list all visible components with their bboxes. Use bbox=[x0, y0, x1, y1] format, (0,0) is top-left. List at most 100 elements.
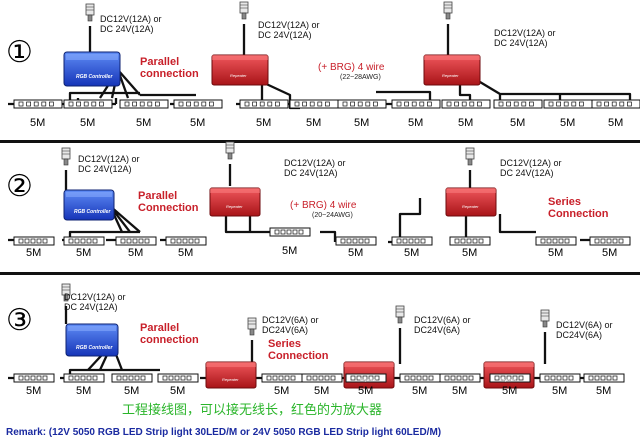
led-chip bbox=[594, 375, 600, 381]
led-chip bbox=[612, 238, 618, 244]
led-chip bbox=[404, 101, 409, 107]
led-chip bbox=[30, 238, 36, 244]
led-chip bbox=[86, 375, 92, 381]
rgb-controller-icon bbox=[63, 189, 115, 221]
strip-length-label: 5M bbox=[314, 385, 330, 397]
strip-length-label: 5M bbox=[354, 117, 370, 129]
led-chip bbox=[373, 101, 378, 107]
led-chip bbox=[294, 101, 300, 107]
awg-label: (22~28AWG) bbox=[340, 74, 381, 81]
led-chip bbox=[155, 101, 160, 107]
led-chip bbox=[290, 375, 296, 381]
led-chip bbox=[556, 101, 561, 107]
power-plug-icon bbox=[540, 309, 550, 328]
strip-length-label: 5M bbox=[560, 117, 576, 129]
led-chip bbox=[284, 375, 290, 381]
power-label: DC12V(12A) or DC 24V(12A) bbox=[500, 158, 562, 178]
led-chip bbox=[139, 101, 145, 107]
led-chip bbox=[280, 229, 286, 235]
led-chip bbox=[346, 238, 352, 244]
repeater-label: Repeater bbox=[222, 377, 239, 382]
led-chip bbox=[18, 101, 24, 107]
led-chip bbox=[422, 375, 428, 381]
power-label: DC12V(12A) or DC 24V(12A) bbox=[258, 20, 320, 40]
strip-length-label: 5M bbox=[462, 247, 478, 259]
led-chip bbox=[612, 375, 618, 381]
led-chip bbox=[427, 101, 432, 107]
led-chip bbox=[176, 238, 182, 244]
led-chip bbox=[186, 375, 192, 381]
led-chip bbox=[24, 375, 30, 381]
power-plug-icon bbox=[225, 141, 235, 160]
led-chip bbox=[428, 375, 434, 381]
strip-length-label: 5M bbox=[256, 117, 272, 129]
led-chip bbox=[506, 375, 512, 381]
strip-length-label: 5M bbox=[136, 117, 152, 129]
led-chip bbox=[627, 101, 632, 107]
led-chip bbox=[180, 375, 186, 381]
led-chip bbox=[402, 238, 408, 244]
led-chip bbox=[26, 101, 31, 107]
power-plug-icon bbox=[465, 147, 475, 166]
strip-length-label: 5M bbox=[412, 385, 428, 397]
led-chip bbox=[420, 238, 426, 244]
led-chip bbox=[126, 238, 132, 244]
led-chip bbox=[350, 101, 355, 107]
strip-length-label: 5M bbox=[76, 247, 92, 259]
led-chip bbox=[604, 101, 609, 107]
strip-length-label: 5M bbox=[80, 117, 96, 129]
strip-length-label: 5M bbox=[458, 117, 474, 129]
led-chip bbox=[36, 375, 42, 381]
led-chip bbox=[619, 101, 625, 107]
led-chip bbox=[568, 375, 574, 381]
strip-length-label: 5M bbox=[30, 117, 46, 129]
power-plug-icon bbox=[395, 305, 405, 324]
led-chip bbox=[352, 238, 358, 244]
rgb-controller-icon bbox=[63, 51, 121, 87]
repeater-label: Repeater bbox=[462, 204, 479, 209]
led-chip bbox=[408, 238, 414, 244]
strip-length-label: 5M bbox=[608, 117, 624, 129]
led-chip bbox=[272, 375, 278, 381]
led-chip bbox=[134, 375, 140, 381]
power-plug-icon bbox=[85, 3, 95, 22]
led-chip bbox=[116, 375, 122, 381]
repeater-icon bbox=[423, 54, 481, 86]
led-chip bbox=[498, 101, 504, 107]
led-chip bbox=[618, 238, 624, 244]
led-chip bbox=[468, 375, 474, 381]
wire-label: (+ BRG) 4 wire bbox=[318, 62, 385, 73]
led-chip bbox=[518, 375, 524, 381]
repeater-label: Repeater bbox=[226, 204, 243, 209]
led-chip bbox=[92, 238, 98, 244]
led-chip bbox=[209, 101, 214, 107]
led-strips bbox=[13, 99, 640, 383]
led-chip bbox=[86, 238, 92, 244]
led-chip bbox=[362, 375, 368, 381]
repeater-label: Repeater bbox=[442, 73, 459, 78]
led-chip bbox=[278, 375, 284, 381]
led-chip bbox=[312, 375, 318, 381]
strip-length-label: 5M bbox=[190, 117, 206, 129]
section-number: ① bbox=[6, 35, 33, 70]
connection-label: Parallel Connection bbox=[138, 190, 199, 214]
repeater-icon bbox=[445, 187, 497, 217]
led-chip bbox=[30, 375, 36, 381]
led-chip bbox=[132, 238, 138, 244]
led-chip bbox=[356, 375, 362, 381]
led-chip bbox=[138, 238, 144, 244]
led-chip bbox=[606, 375, 612, 381]
strip-length-label: 5M bbox=[552, 385, 568, 397]
led-chip bbox=[267, 101, 273, 107]
led-chip bbox=[469, 101, 475, 107]
series-label: Series Connection bbox=[268, 338, 329, 362]
led-chip bbox=[374, 375, 380, 381]
led-chip bbox=[513, 101, 519, 107]
led-chip bbox=[99, 101, 104, 107]
strip-length-label: 5M bbox=[76, 385, 92, 397]
led-chip bbox=[132, 101, 137, 107]
led-chip bbox=[600, 238, 606, 244]
strip-length-label: 5M bbox=[358, 385, 374, 397]
repeater-icon bbox=[205, 361, 257, 389]
led-chip bbox=[404, 375, 410, 381]
